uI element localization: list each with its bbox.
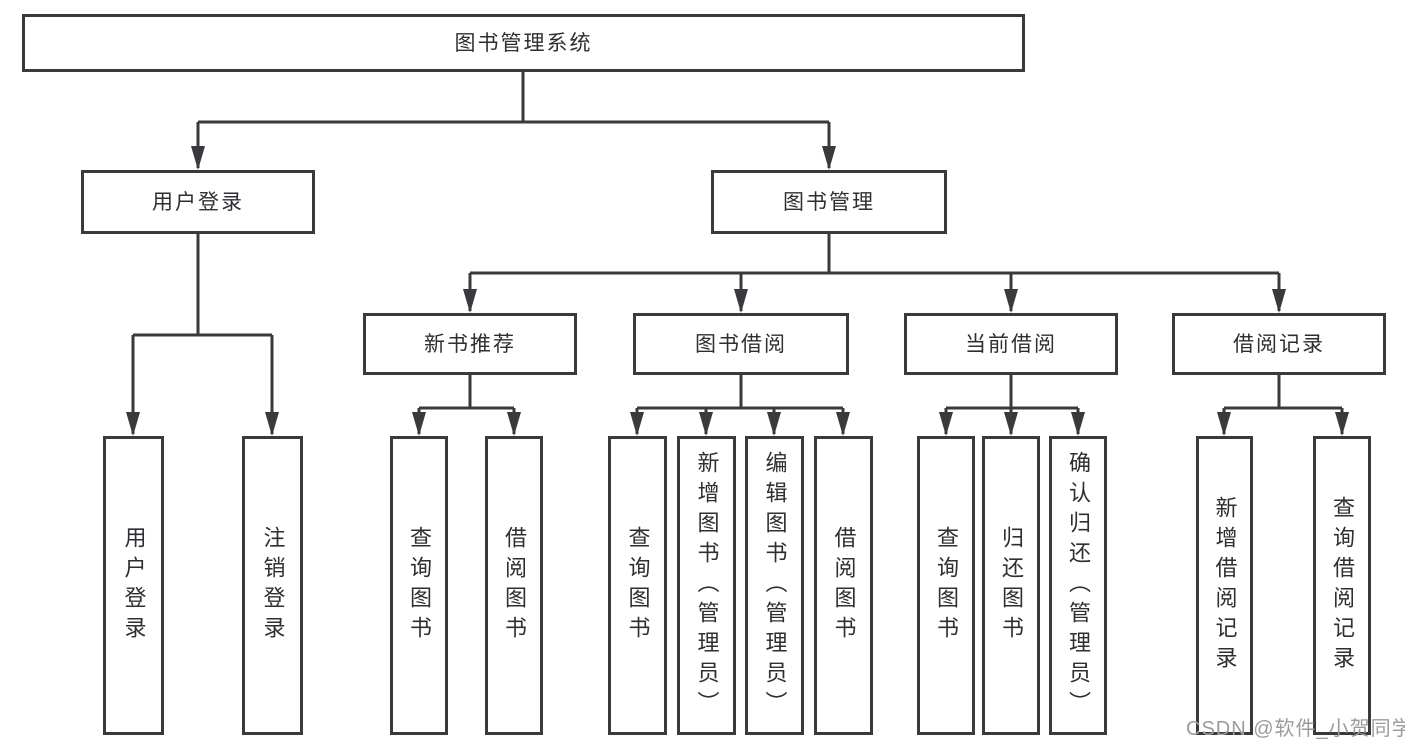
node-return-books: 归还图书 xyxy=(982,436,1040,735)
node-new-book-recommend: 新书推荐 xyxy=(363,313,577,375)
node-borrow-books-borrowing: 借阅图书 xyxy=(814,436,873,735)
node-book-borrowing: 图书借阅 xyxy=(633,313,849,375)
node-query-books-recommend: 查询图书 xyxy=(390,436,448,735)
node-user-login: 用户登录 xyxy=(81,170,315,234)
node-logout-action: 注销登录 xyxy=(242,436,303,735)
node-borrowing-records: 借阅记录 xyxy=(1172,313,1386,375)
watermark-text: CSDN @软件_小贺同学 xyxy=(1186,718,1405,740)
node-query-borrow-record: 查询借阅记录 xyxy=(1313,436,1371,735)
node-query-books-borrowing: 查询图书 xyxy=(608,436,667,735)
node-user-login-action: 用户登录 xyxy=(103,436,164,735)
node-book-management: 图书管理 xyxy=(711,170,947,234)
node-edit-book-admin: 编辑图书（管理员） xyxy=(745,436,804,735)
node-current-borrowing: 当前借阅 xyxy=(904,313,1118,375)
node-add-book-admin: 新增图书（管理员） xyxy=(677,436,736,735)
node-system-root: 图书管理系统 xyxy=(22,14,1025,72)
node-borrow-books-recommend: 借阅图书 xyxy=(485,436,543,735)
node-confirm-return-admin: 确认归还（管理员） xyxy=(1049,436,1107,735)
node-add-borrow-record: 新增借阅记录 xyxy=(1196,436,1253,735)
node-query-books-current: 查询图书 xyxy=(917,436,975,735)
